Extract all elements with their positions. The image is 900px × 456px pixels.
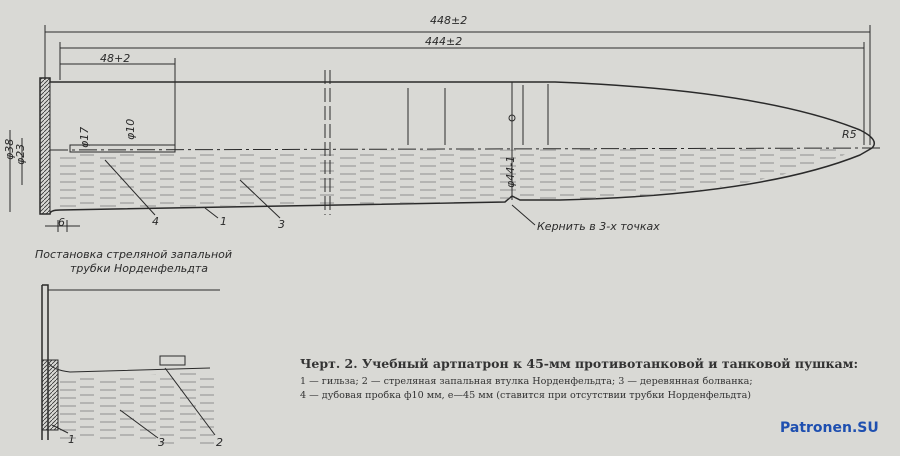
inset-callout-2: 2: [216, 436, 223, 449]
dim-case-length: 48+2: [100, 52, 131, 65]
inset-callout-3: 3: [158, 436, 165, 449]
caption-title: Черт. 2. Учебный артпатрон к 45-мм проти…: [300, 356, 859, 371]
dim-body-length: 444±2: [425, 35, 463, 48]
watermark: Patronen.SU: [780, 420, 879, 436]
dim-dia-10: φ10: [124, 118, 137, 140]
caption-line2: 4 — дубовая пробка ф10 мм, е—45 мм (став…: [300, 390, 752, 401]
dim-rim: 6: [58, 216, 65, 229]
callout-4: 4: [152, 215, 159, 228]
caption-line1: 1 — гильза; 2 — стреляная запальная втул…: [300, 376, 753, 387]
dim-radius: R5: [842, 128, 857, 141]
callout-1: 1: [220, 215, 227, 228]
callout-3: 3: [278, 218, 285, 231]
inset-title-line2: трубки Норденфельдта: [70, 262, 208, 275]
punch-note: Кернить в 3-х точках: [537, 220, 660, 233]
dim-dia-44: φ44-1: [504, 155, 517, 188]
inset-callout-1: 1: [68, 433, 75, 446]
dim-dia-23: φ23: [14, 143, 27, 165]
inset-title-line1: Постановка стреляной запальной: [35, 248, 233, 261]
dim-overall-length: 448±2: [430, 14, 468, 27]
centerline: [49, 147, 881, 151]
dim-dia-17: φ17: [78, 126, 91, 148]
